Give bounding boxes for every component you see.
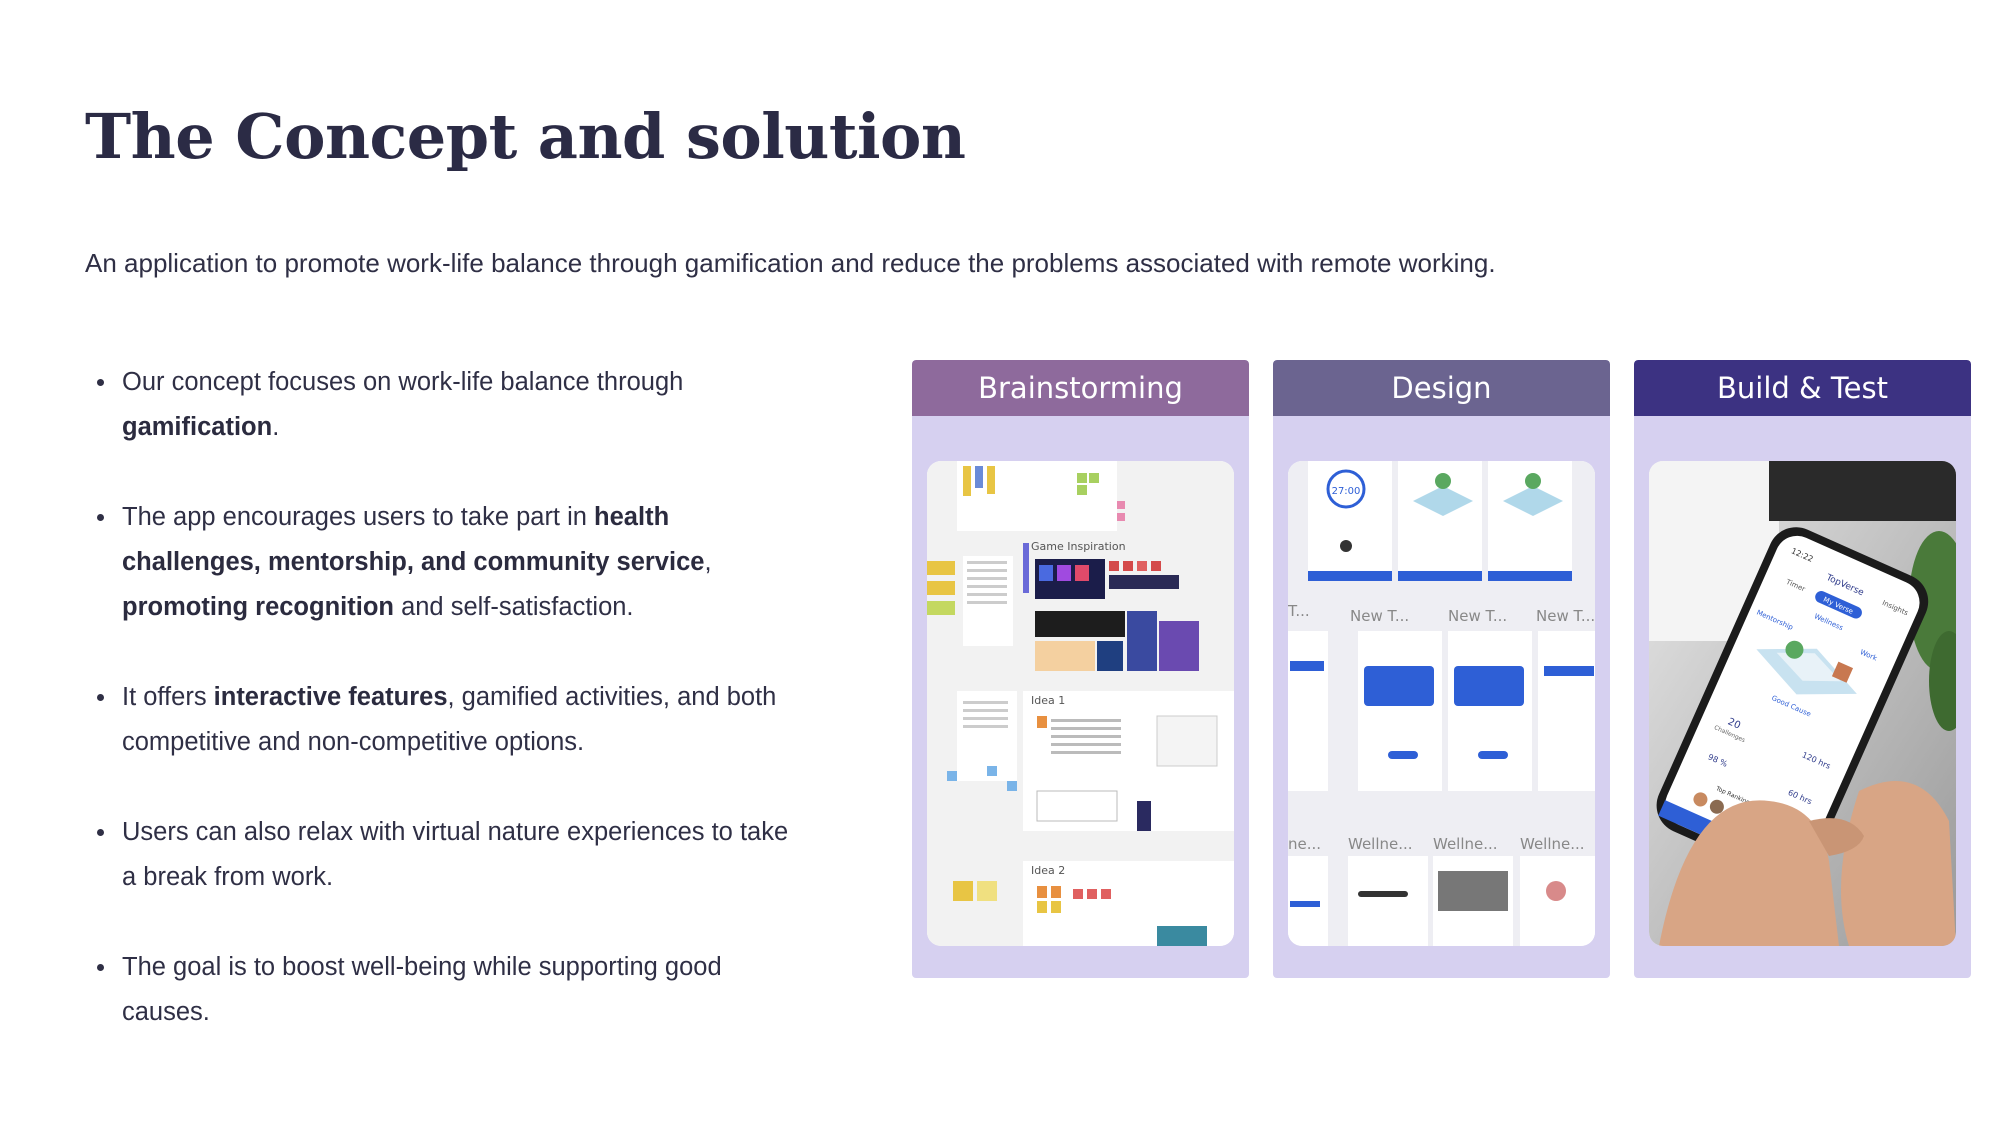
bullet-item: The app encourages users to take part in… <box>95 495 795 630</box>
bullet-bold-text: gamification <box>122 413 273 441</box>
phone-in-hand-photo: 12:22 TopVerse Insights Timer My Verse W… <box>1649 461 1956 946</box>
design-screen-label: New T... <box>1350 607 1409 625</box>
bullet-dot-icon <box>97 379 104 386</box>
build-test-panel: Build & Test 12:22 TopVerse Insights Ti <box>1634 360 1971 978</box>
design-screen-label: New T... <box>1448 607 1507 625</box>
bullet-list: Our concept focuses on work-life balance… <box>95 360 795 1035</box>
phone-photo-svg: 12:22 TopVerse Insights Timer My Verse W… <box>1649 461 1956 946</box>
bullet-item: Our concept focuses on work-life balance… <box>95 360 795 450</box>
design-screen-label: New T... <box>1536 607 1595 625</box>
intro-text: An application to promote work-life bala… <box>85 248 1496 278</box>
design-screen-label: Wellne... <box>1433 835 1498 853</box>
design-screen-label: Wellne... <box>1520 835 1585 853</box>
bullet-text: and self-satisfaction. <box>393 593 634 621</box>
bullet-item: It offers interactive features, gamified… <box>95 675 795 765</box>
brainstorming-panel: Brainstorming Game Inspiration <box>912 360 1249 978</box>
bullet-text: , gamified activities, and both competit… <box>122 683 777 756</box>
bullet-item: The goal is to boost well-being while su… <box>95 945 795 1035</box>
design-header: Design <box>1273 360 1610 416</box>
design-panel: Design 27:00 T... New T... New T... New … <box>1273 360 1610 978</box>
page-title: The Concept and solution <box>85 100 966 173</box>
brainstorming-board-image: Game Inspiration <box>927 461 1234 946</box>
bullet-dot-icon <box>97 829 104 836</box>
design-screens-image: 27:00 T... New T... New T... New T... <box>1288 461 1595 946</box>
game-inspiration-label: Game Inspiration <box>1031 540 1126 553</box>
bullet-text: Users can also relax with virtual nature… <box>122 818 789 891</box>
design-screens-svg: 27:00 T... New T... New T... New T... <box>1288 461 1595 946</box>
design-screen-label: ne... <box>1288 835 1321 853</box>
bullet-dot-icon <box>97 514 104 521</box>
idea-2-label: Idea 2 <box>1031 864 1065 877</box>
bullet-item: Users can also relax with virtual nature… <box>95 810 795 900</box>
bullet-bold-text: health challenges, mentorship, and commu… <box>122 503 705 576</box>
bullet-dot-icon <box>97 964 104 971</box>
design-screen-label: Wellne... <box>1348 835 1413 853</box>
bullet-bold-text: promoting recognition <box>122 593 394 621</box>
bullet-text: It offers <box>122 683 214 711</box>
bullet-text: , <box>704 548 712 576</box>
bullet-dot-icon <box>97 694 104 701</box>
brainstorming-header: Brainstorming <box>912 360 1249 416</box>
phone-stat-value: 20 <box>1726 716 1742 731</box>
brainstorming-board-svg: Game Inspiration <box>927 461 1234 946</box>
design-timer-text: 27:00 <box>1332 486 1361 497</box>
bullet-text: Our concept focuses on work-life balance… <box>122 368 684 396</box>
bullet-text: . <box>272 413 280 441</box>
build-test-header: Build & Test <box>1634 360 1971 416</box>
bullet-text: The app encourages users to take part in <box>122 503 595 531</box>
bullet-bold-text: interactive features <box>213 683 448 711</box>
idea-1-label: Idea 1 <box>1031 694 1065 707</box>
design-screen-label: T... <box>1288 602 1310 620</box>
bullet-text: The goal is to boost well-being while su… <box>122 953 722 1026</box>
